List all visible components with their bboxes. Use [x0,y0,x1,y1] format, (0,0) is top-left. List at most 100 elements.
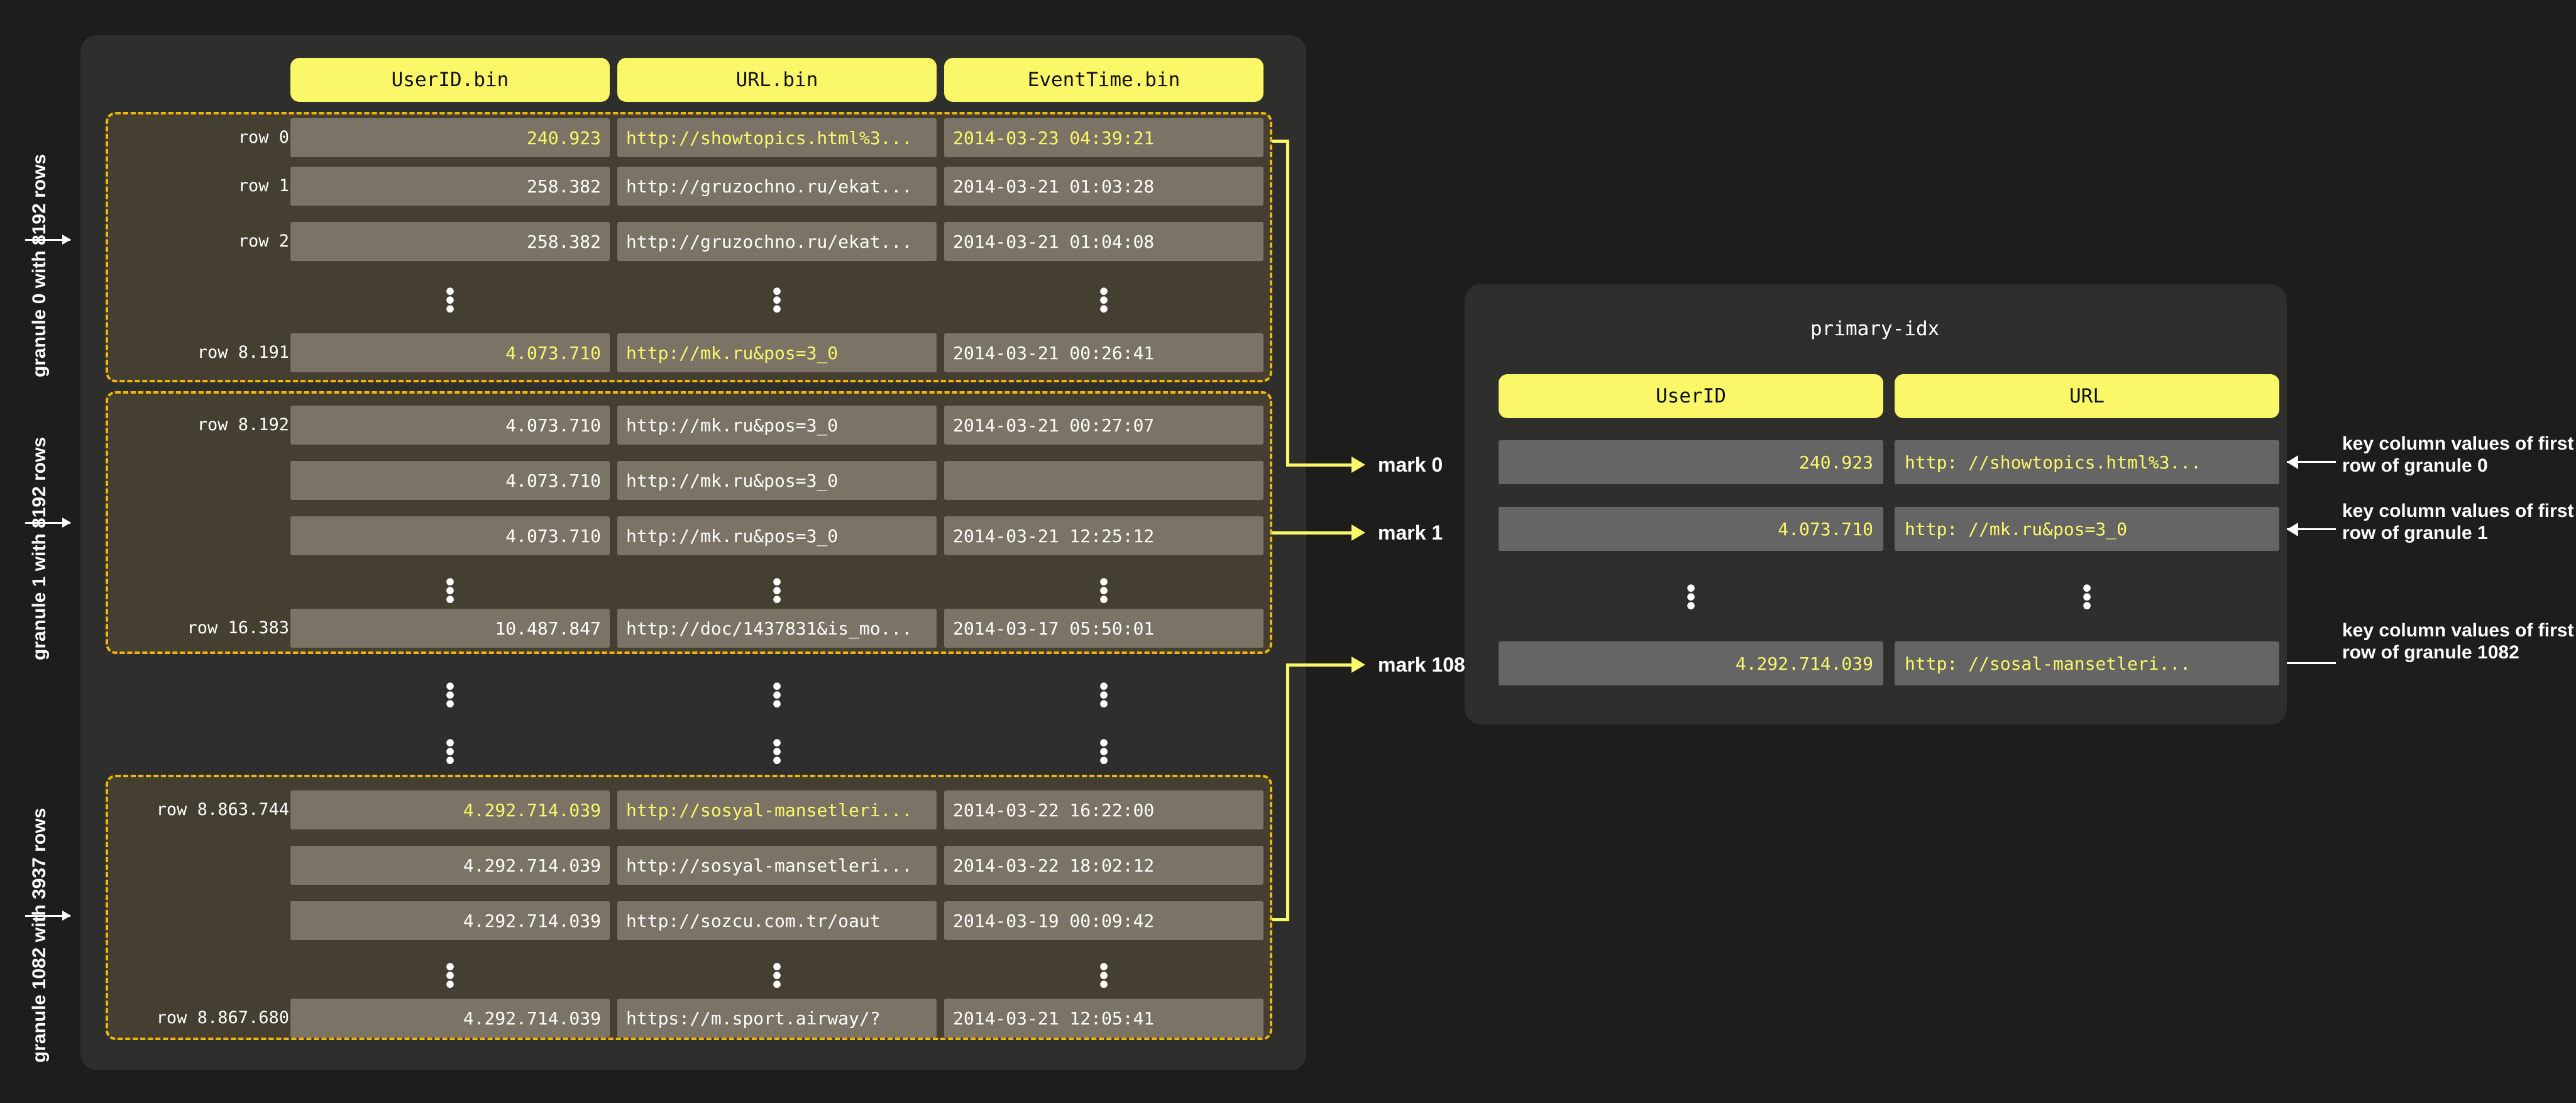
table-cell-time: 2014-03-21 00:27:07 [944,406,1263,445]
index-cell-url: http: //mk.ru&pos=3_0 [1895,507,2279,551]
ellipsis-url: ••• [769,278,785,324]
ellipsis-time: ••• [1096,953,1112,1000]
mark-0-connector-stub-top [1272,140,1289,143]
annotation-0-arrowhead [2287,455,2298,469]
table-cell-time: 2014-03-17 05:50:01 [944,609,1263,648]
table-cell-userid: 240.923 [290,118,610,157]
ellipsis-time: ••• [1096,568,1112,615]
index-ellipsis-url: ••• [2079,575,2095,621]
mark-0-arrowhead [1351,457,1365,473]
index-cell-url: http: //sosal-mansetleri... [1895,641,2279,685]
ellipsis-userid: ••• [442,278,458,324]
mark-1-arrowhead [1351,524,1365,541]
ellipsis-between-userid-b: ••• [442,729,458,776]
table-cell-userid: 4.073.710 [290,333,610,372]
mark-0-connector-vertical [1286,140,1289,467]
row-label: row 8.863.744 [156,800,289,819]
table-cell-url: http://sosyal-mansetleri... [617,846,937,885]
index-column-header-url: URL [1895,374,2279,418]
index-cell-url: http: //showtopics.html%3... [1895,440,2279,484]
annotation-0-line [2287,461,2336,463]
mark-1082-connector-vertical [1286,663,1289,921]
table-cell-url: https://m.sport.airway/? [617,999,937,1038]
row-label: row 0 [238,128,289,147]
table-cell-url: http://sosyal-mansetleri... [617,790,937,829]
ellipsis-url: ••• [769,568,785,615]
table-cell-url: http://sozcu.com.tr/oaut [617,901,937,940]
ellipsis-between-userid-a: ••• [442,673,458,719]
table-cell-url: http://showtopics.html%3... [617,118,937,157]
table-cell-userid: 4.073.710 [290,516,610,555]
table-cell-url: http://mk.ru&pos=3_0 [617,461,937,500]
mark-1082-connector-horizontal [1286,663,1355,667]
mark-1-label: mark 1 [1378,521,1443,544]
ellipsis-between-url-a: ••• [769,673,785,719]
mark-1082-label: mark 1082 [1378,653,1477,676]
table-cell-userid: 4.292.714.039 [290,999,610,1038]
mark-1-connector-horizontal [1272,531,1355,535]
table-cell-time: 2014-03-21 12:05:41 [944,999,1263,1038]
table-cell-userid: 4.292.714.039 [290,901,610,940]
granule-1-side-label: granule 1 with 8192 rows [29,436,50,660]
annotation-granule-0: key column values of first row of granul… [2342,433,2574,477]
mark-1082-connector-bottom [1272,918,1289,921]
column-header-url-bin: URL.bin [617,58,937,102]
table-cell-url: http://gruzochno.ru/ekat... [617,222,937,261]
column-header-userid-bin: UserID.bin [290,58,610,102]
index-cell-userid: 4.292.714.039 [1499,641,1883,685]
table-cell-time: 2014-03-21 00:26:41 [944,333,1263,372]
annotation-2-line [2287,662,2336,664]
table-cell-url: http://mk.ru&pos=3_0 [617,333,937,372]
row-label: row 1 [238,176,289,196]
ellipsis-userid: ••• [442,953,458,1000]
column-header-eventtime-bin: EventTime.bin [944,58,1263,102]
ellipsis-userid: ••• [442,568,458,615]
granule-0-side-tick [25,235,71,245]
table-cell-time: 2014-03-23 04:39:21 [944,118,1263,157]
table-cell-userid: 258.382 [290,167,610,206]
table-cell-url: http://gruzochno.ru/ekat... [617,167,937,206]
table-cell-url: http://doc/1437831&is_mo... [617,609,937,648]
granule-1082-side-tick [25,911,71,921]
index-cell-userid: 240.923 [1499,440,1883,484]
table-cell-userid: 4.292.714.039 [290,846,610,885]
row-label: row 16.383 [187,618,289,638]
table-cell-userid: 4.073.710 [290,461,610,500]
table-cell-time: 2014-03-21 12:25:12 [944,516,1263,555]
table-cell-time: 2014-03-19 00:09:42 [944,901,1263,940]
annotation-1-line [2287,528,2336,530]
annotation-granule-1: key column values of first row of granul… [2342,501,2574,544]
table-cell-url: http://mk.ru&pos=3_0 [617,516,937,555]
ellipsis-url: ••• [769,953,785,1000]
table-cell-userid: 4.073.710 [290,406,610,445]
index-ellipsis-userid: ••• [1683,575,1699,621]
mark-0-label: mark 0 [1378,453,1443,476]
annotation-1-arrowhead [2287,523,2298,536]
ellipsis-time: ••• [1096,278,1112,324]
table-cell-time: 2014-03-21 01:04:08 [944,222,1263,261]
mark-1082-arrowhead [1351,657,1365,673]
table-cell-userid: 10.487.847 [290,609,610,648]
table-cell-time [944,461,1263,500]
row-label: row 2 [238,231,289,251]
index-column-header-userid: UserID [1499,374,1883,418]
row-label: row 8.192 [197,415,289,435]
table-cell-time: 2014-03-22 18:02:12 [944,846,1263,885]
granule-0-side-label: granule 0 with 8192 rows [29,153,50,377]
table-cell-time: 2014-03-22 16:22:00 [944,790,1263,829]
table-cell-userid: 258.382 [290,222,610,261]
ellipsis-between-time-a: ••• [1096,673,1112,719]
table-cell-url: http://mk.ru&pos=3_0 [617,406,937,445]
table-cell-time: 2014-03-21 01:03:28 [944,167,1263,206]
row-label: row 8.191 [197,343,289,362]
index-cell-userid: 4.073.710 [1499,507,1883,551]
primary-index-title: primary-idx [1810,318,1940,340]
annotation-granule-1082: key column values of first row of granul… [2342,620,2574,663]
mark-0-connector-horizontal [1286,463,1355,467]
ellipsis-between-url-b: ••• [769,729,785,776]
granule-1-side-tick [25,518,71,528]
row-label: row 8.867.680 [156,1008,289,1028]
ellipsis-between-time-b: ••• [1096,729,1112,776]
table-cell-userid: 4.292.714.039 [290,790,610,829]
